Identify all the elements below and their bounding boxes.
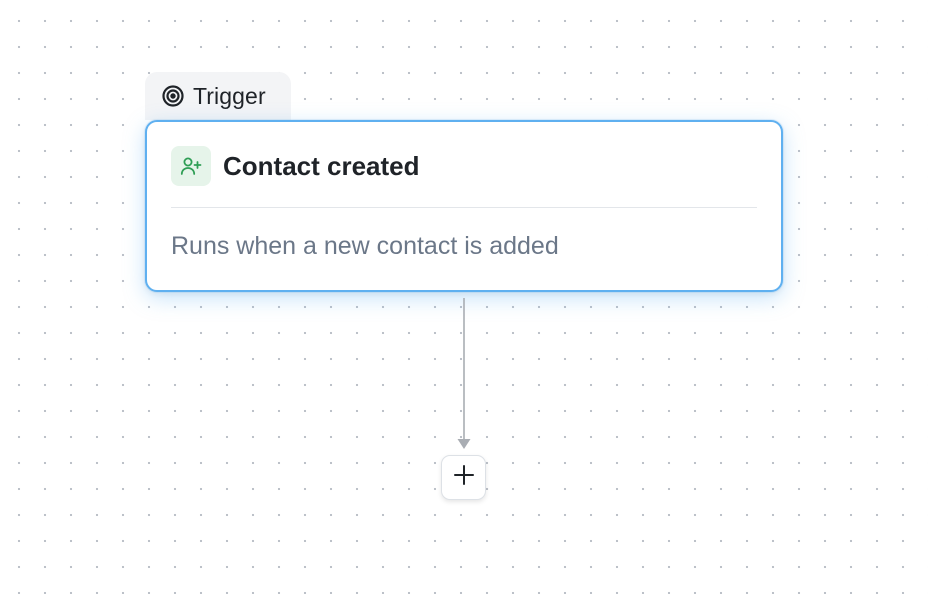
node-title: Contact created [223, 150, 420, 181]
plus-icon [453, 464, 475, 491]
add-step-button[interactable] [441, 455, 486, 500]
user-plus-icon [171, 146, 211, 186]
node-divider [171, 207, 757, 208]
trigger-tab: Trigger [145, 72, 291, 120]
node-header: Contact created [171, 146, 420, 186]
target-icon [161, 84, 185, 108]
trigger-node-card[interactable]: Contact created Runs when a new contact … [145, 120, 783, 292]
node-description: Runs when a new contact is added [171, 232, 559, 260]
trigger-tab-label: Trigger [193, 82, 266, 109]
